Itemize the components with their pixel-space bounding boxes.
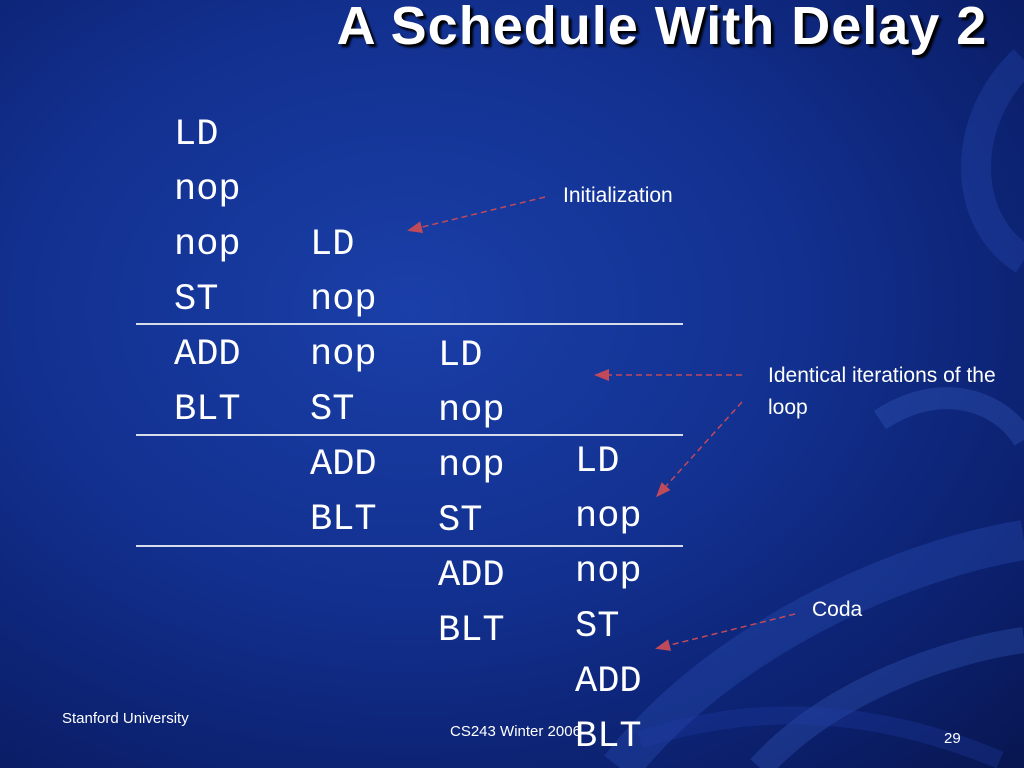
slide-title: A Schedule With Delay 2 [336, 0, 988, 56]
instruction: ADD [438, 555, 505, 597]
instruction: ST [310, 389, 355, 431]
instruction: ADD [310, 444, 377, 486]
instruction: ADD [575, 661, 642, 703]
instruction: BLT [438, 610, 505, 652]
schedule-column-4: LD nop nop ST ADD BLT [575, 435, 642, 765]
initialization-arrow [407, 196, 546, 233]
iteration-divider [136, 323, 683, 325]
instruction: LD [575, 441, 620, 483]
iteration-divider [136, 434, 683, 436]
instruction: LD [438, 335, 483, 377]
coda-arrow [655, 613, 796, 651]
instruction: LD [174, 114, 219, 156]
schedule-column-2: LD nop nop ST ADD BLT [310, 218, 377, 548]
footer-institution: Stanford University [62, 710, 189, 727]
identical-iterations-arrow-lower [655, 401, 743, 498]
instruction: nop [575, 551, 642, 593]
instruction: nop [310, 279, 377, 321]
schedule-column-3: LD nop nop ST ADD BLT [438, 329, 505, 659]
instruction: LD [310, 224, 355, 266]
slide-number: 29 [944, 730, 961, 747]
instruction: nop [310, 334, 377, 376]
instruction: ST [438, 500, 483, 542]
instruction: BLT [575, 716, 642, 758]
instruction: ST [575, 606, 620, 648]
instruction: BLT [310, 499, 377, 541]
identical-iterations-label: Identical iterations of the loop [768, 364, 996, 419]
schedule-column-1: LD nop nop ST ADD BLT [174, 108, 241, 438]
instruction: nop [438, 390, 505, 432]
instruction: nop [438, 445, 505, 487]
coda-label: Coda [812, 598, 863, 621]
instruction: ST [174, 279, 219, 321]
footer-course: CS243 Winter 2006 [450, 723, 581, 740]
instruction: nop [575, 496, 642, 538]
instruction: nop [174, 169, 241, 211]
instruction: nop [174, 224, 241, 266]
instruction: BLT [174, 389, 241, 431]
instruction: ADD [174, 334, 241, 376]
initialization-label: Initialization [563, 184, 673, 207]
iteration-divider [136, 545, 683, 547]
